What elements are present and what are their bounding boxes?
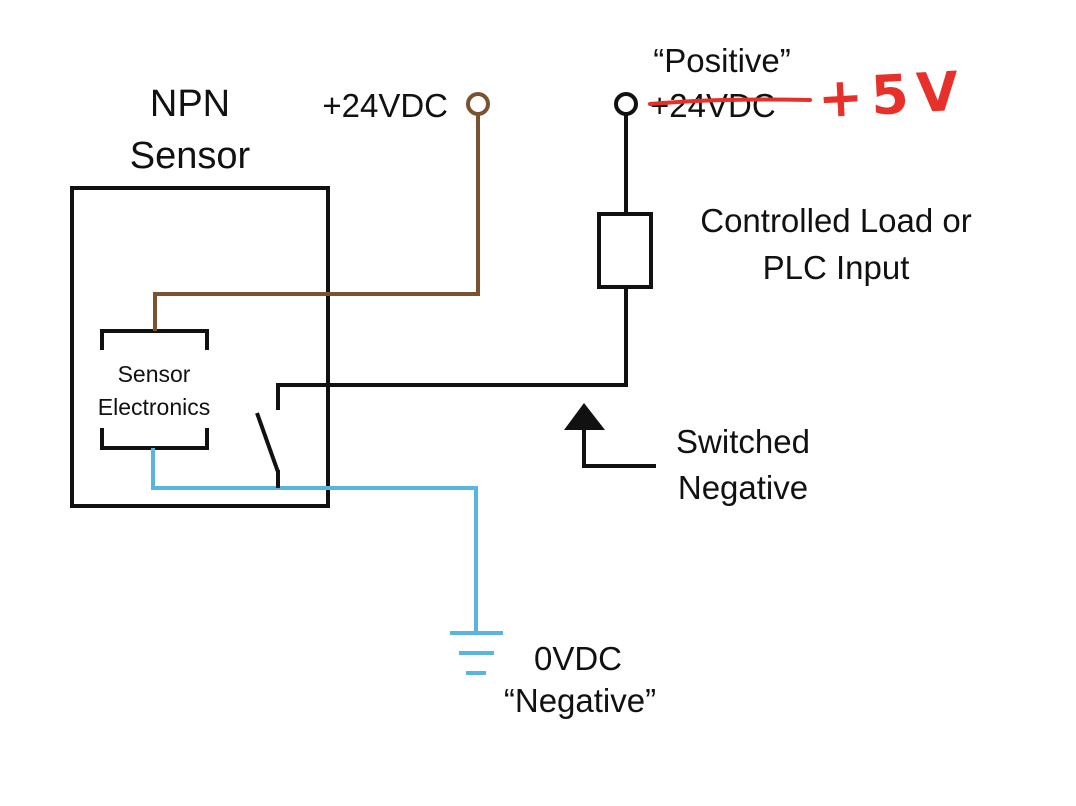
electronics-bracket-top — [100, 329, 209, 350]
blue-ground-wire — [151, 448, 478, 632]
handwritten-correction-label: +5V — [816, 60, 968, 131]
ground-voltage-label: 0VDC — [534, 640, 622, 677]
brown-supply-wire — [153, 115, 480, 331]
controlled-load-box — [597, 212, 653, 289]
switched-negative-label-line2: Negative — [678, 469, 808, 506]
electronics-label-line2: Electronics — [98, 394, 210, 420]
switch-contact-blade — [255, 412, 280, 473]
sensor-title-line2: Sensor — [130, 135, 251, 177]
sensor-housing-box — [70, 186, 330, 508]
switched-negative-arrow-icon — [564, 403, 605, 430]
positive-terminal — [614, 92, 638, 116]
sensor-title-line1: NPN — [150, 83, 230, 125]
strikethrough-mark — [648, 97, 812, 106]
supply-voltage-label: +24VDC — [322, 87, 448, 124]
switched-negative-pointer-line — [582, 428, 656, 468]
switched-output-wire — [276, 287, 628, 410]
positive-voltage-struck-label: +24VDC — [650, 87, 776, 124]
ground-quote-label: “Negative” — [504, 682, 656, 719]
electronics-label-line1: Sensor — [118, 361, 191, 387]
switched-negative-label-line1: Switched — [676, 423, 810, 460]
positive-quote-label: “Positive” — [653, 42, 791, 79]
supply-terminal — [466, 92, 490, 116]
electronics-bracket-bottom — [100, 428, 209, 450]
load-label-line2: PLC Input — [763, 249, 910, 286]
load-label-line1: Controlled Load or — [700, 202, 972, 239]
